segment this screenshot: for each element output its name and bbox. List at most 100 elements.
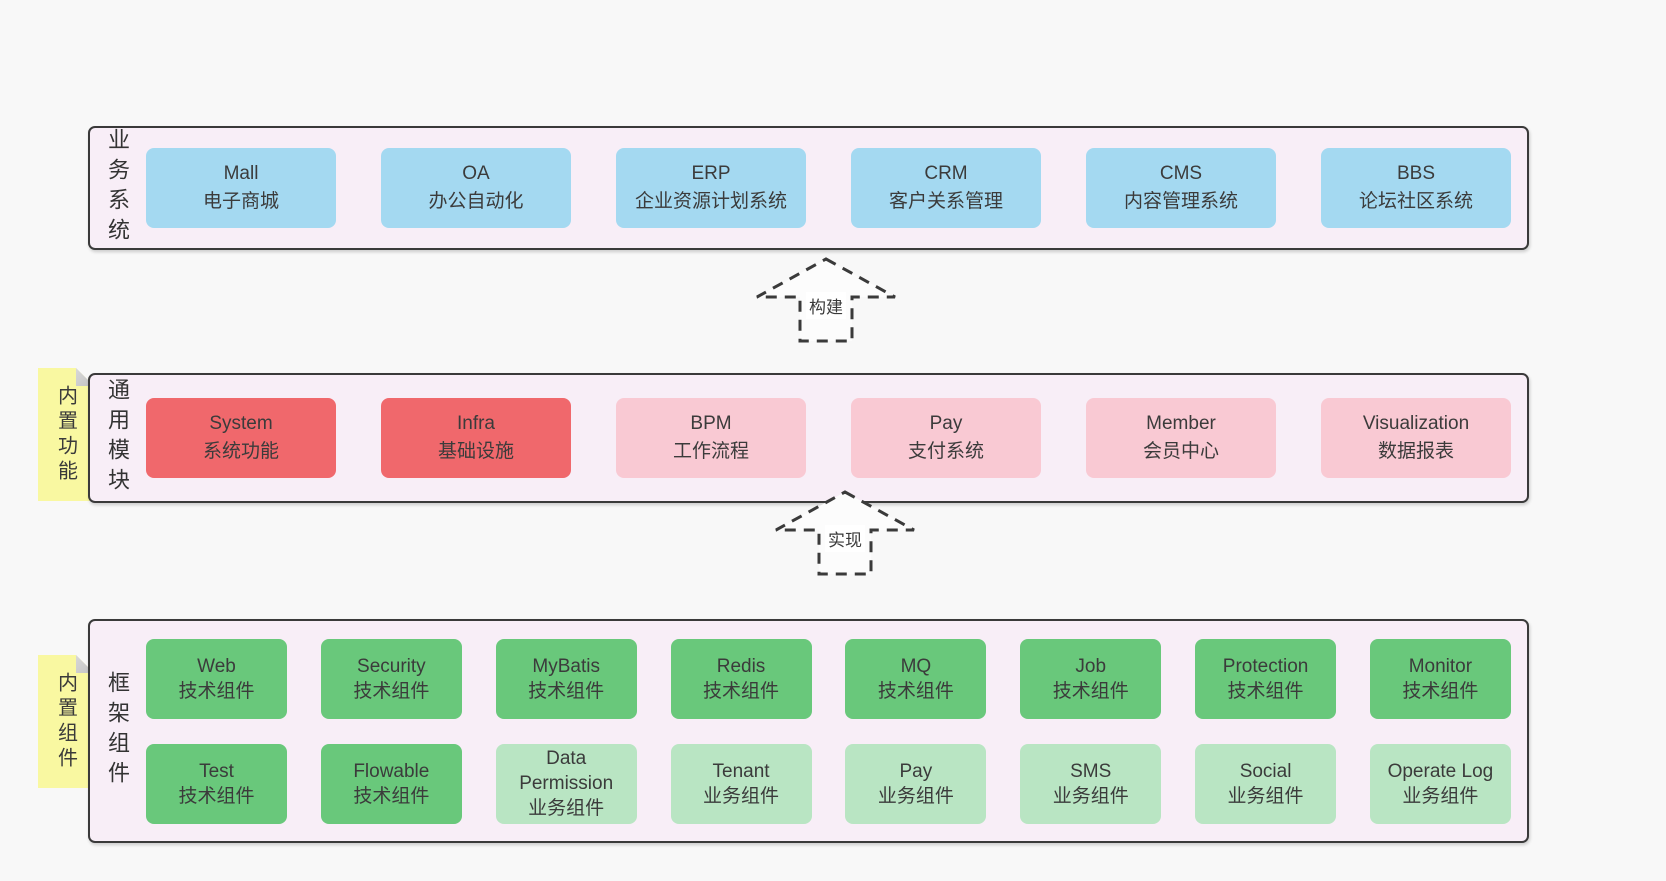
module-box-title: Test [199,760,234,782]
module-box-subtitle: 内容管理系统 [1123,191,1238,212]
module-box-subtitle: 工作流程 [672,441,749,462]
module-box-subtitle: 技术组件 [353,680,430,702]
module-box-bbs: BBS 论坛社区系统 [1321,148,1511,228]
module-box-subtitle: 技术组件 [178,680,255,702]
module-box-title: Tenant [712,760,770,782]
module-box-title: Web [197,655,236,677]
module-box-title: Data Permission [519,748,614,794]
module-box-erp: ERP 企业资源计划系统 [616,148,806,228]
module-box-title: Flowable [353,760,430,782]
module-box-title: CRM [924,163,968,184]
module-box-cms: CMS 内容管理系统 [1086,148,1276,228]
layer-label-business-systems: 业务系统 [105,128,130,248]
module-box-subtitle: 业务组件 [528,798,605,819]
build-arrow-label: 构建 [806,292,846,319]
implement-arrow-label: 实现 [825,525,865,552]
module-box-title: ERP [691,163,731,184]
module-box-crm: CRM 客户关系管理 [851,148,1041,228]
module-box-title: BPM [690,413,732,434]
module-box-redis: Redis 技术组件 [670,638,812,719]
module-box-pay: Pay 支付系统 [851,398,1041,478]
sticky-note-built-in-features: 内置功能 [38,368,94,501]
module-box-sms: SMS 业务组件 [1020,743,1162,824]
build-arrow: 构建 [751,256,901,344]
module-box-flowable: Flowable 技术组件 [320,743,462,824]
sticky-note-built-in-components: 内置组件 [38,655,94,788]
module-box-title: Pay [929,413,963,434]
module-box-web: Web 技术组件 [146,638,287,719]
layer-business-systems: 业务系统 Mall 电子商城 OA 办公自动化 ERP 企业资源计划系统 CRM 客户关系管理… [88,126,1529,250]
module-box-title: OA [462,163,490,184]
module-box-subtitle: 系统功能 [202,441,279,462]
module-box-data-permission: Data Permission 业务组件 [495,743,637,824]
module-box-subtitle: 论坛社区系统 [1358,191,1473,212]
module-box-subtitle: 技术组件 [1052,680,1129,702]
module-box-system: System 系统功能 [146,398,336,478]
module-box-subtitle: 业务组件 [703,785,780,807]
module-box-title: Redis [716,655,766,677]
module-box-oa: OA 办公自动化 [381,148,571,228]
module-box-title: BBS [1396,163,1436,184]
implement-arrow: 实现 [770,489,920,577]
module-box-subtitle: 业务组件 [1227,785,1304,807]
module-box-subtitle: 办公自动化 [428,191,524,212]
module-box-title: Job [1075,655,1107,677]
module-box-subtitle: 客户关系管理 [888,191,1003,212]
module-box-subtitle: 业务组件 [1052,785,1129,807]
module-box-social: Social 业务组件 [1195,743,1337,824]
module-box-subtitle: 支付系统 [907,441,984,462]
module-box-title: Infra [456,413,496,434]
module-box-subtitle: 技术组件 [353,785,430,807]
module-box-title: Pay [899,760,933,782]
module-box-monitor: Monitor 技术组件 [1369,638,1511,719]
module-box-subtitle: 业务组件 [877,785,954,807]
module-box-subtitle: 技术组件 [1402,680,1479,702]
module-box-visualization: Visualization 数据报表 [1321,398,1511,478]
module-box-mall: Mall 电子商城 [146,148,336,228]
module-box-title: MyBatis [532,655,600,677]
module-box-title: SMS [1070,760,1112,782]
module-box-mybatis: MyBatis 技术组件 [495,638,637,719]
module-box-subtitle: 电子商城 [202,191,279,212]
module-box-title: CMS [1159,163,1203,184]
module-box-subtitle: 业务组件 [1402,785,1479,807]
module-box-title: Visualization [1362,413,1470,434]
module-box-subtitle: 技术组件 [703,680,780,702]
module-box-bpm: BPM 工作流程 [616,398,806,478]
module-box-test: Test 技术组件 [146,743,287,824]
module-box-title: Social [1239,760,1292,782]
module-box-title: System [209,413,273,434]
module-box-subtitle: 数据报表 [1377,441,1454,462]
module-box-title: Security [357,655,426,677]
sticky-note-label: 内置组件 [54,671,77,772]
module-box-subtitle: 技术组件 [528,680,605,702]
module-box-subtitle: 企业资源计划系统 [634,191,787,212]
layer-common-modules: 通用模块 System 系统功能 Infra 基础设施 BPM 工作流程 Pay 支付系统 Me… [88,373,1529,503]
module-box-subtitle: 技术组件 [178,785,255,807]
module-box-security: Security 技术组件 [320,638,462,719]
module-box-tenant: Tenant 业务组件 [670,743,812,824]
module-box-pay: Pay 业务组件 [845,743,987,824]
module-box-title: Protection [1222,655,1309,677]
module-box-title: MQ [900,655,932,677]
module-box-subtitle: 基础设施 [437,441,514,462]
module-box-title: Member [1146,413,1216,434]
layer-label-framework-components: 框架组件 [105,671,130,791]
business-systems-row: Mall 电子商城 OA 办公自动化 ERP 企业资源计划系统 CRM 客户关系管理 CMS 内容… [140,128,1527,248]
sticky-note-label: 内置功能 [54,384,77,485]
layer-label-common-modules: 通用模块 [105,378,130,498]
module-box-title: Monitor [1408,655,1473,677]
module-box-title: Mall [223,163,259,184]
module-box-infra: Infra 基础设施 [381,398,571,478]
module-box-job: Job 技术组件 [1020,638,1162,719]
